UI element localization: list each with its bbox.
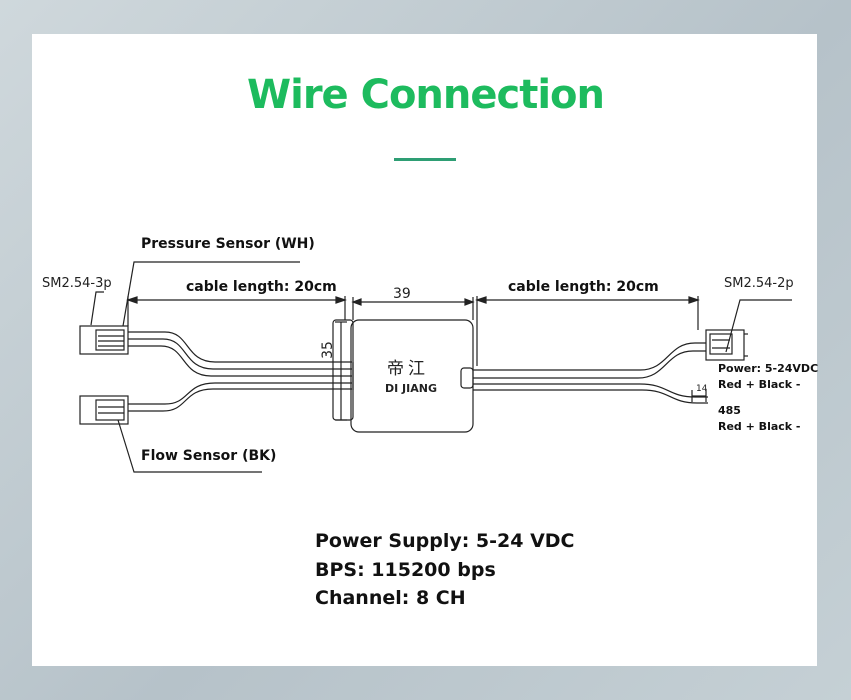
right-connector-label: SM2.54-2p bbox=[724, 276, 794, 291]
specs-block: Power Supply: 5-24 VDC BPS: 115200 bps C… bbox=[315, 527, 575, 613]
dimension-strip bbox=[691, 390, 707, 402]
right-2p-connector bbox=[705, 329, 748, 361]
right-cable-length-label: cable length: 20cm bbox=[508, 279, 659, 295]
flow-cable bbox=[128, 382, 352, 412]
right-cable bbox=[473, 342, 708, 404]
title-underline bbox=[394, 158, 456, 161]
left-connector-label: SM2.54-3p bbox=[42, 276, 112, 291]
spec-channel: Channel: 8 CH bbox=[315, 587, 466, 609]
module-height-label: 35 bbox=[319, 341, 336, 359]
dimension-module-height bbox=[335, 321, 347, 421]
dimension-module-width bbox=[351, 297, 475, 320]
pressure-cable bbox=[128, 331, 352, 377]
leader-lines bbox=[90, 261, 792, 473]
content-card bbox=[32, 34, 817, 666]
module-width-label: 39 bbox=[393, 286, 411, 302]
power-wire-colors: Red + Black - bbox=[718, 378, 801, 391]
rs485-wire-colors: Red + Black - bbox=[718, 420, 801, 433]
module-brand-cn: 帝江 bbox=[387, 359, 429, 379]
flow-sensor-label: Flow Sensor (BK) bbox=[141, 448, 277, 464]
strip-length-label: 14 bbox=[696, 384, 708, 394]
dimension-left-cable bbox=[126, 296, 347, 326]
left-cable-length-label: cable length: 20cm bbox=[186, 279, 337, 295]
page-title: Wire Connection bbox=[246, 72, 605, 118]
power-wire-label: Power: 5-24VDC bbox=[718, 362, 819, 375]
spec-power-supply: Power Supply: 5-24 VDC bbox=[315, 530, 575, 552]
left-2p-connector bbox=[79, 395, 129, 425]
pressure-sensor-label: Pressure Sensor (WH) bbox=[141, 236, 315, 252]
left-3p-connector bbox=[79, 325, 129, 355]
module-brand-en: DI JIANG bbox=[385, 382, 437, 395]
module-output-port bbox=[460, 367, 474, 389]
spec-bps: BPS: 115200 bps bbox=[315, 558, 496, 581]
dimension-right-cable bbox=[475, 296, 700, 366]
rs485-wire-label: 485 bbox=[718, 404, 741, 417]
